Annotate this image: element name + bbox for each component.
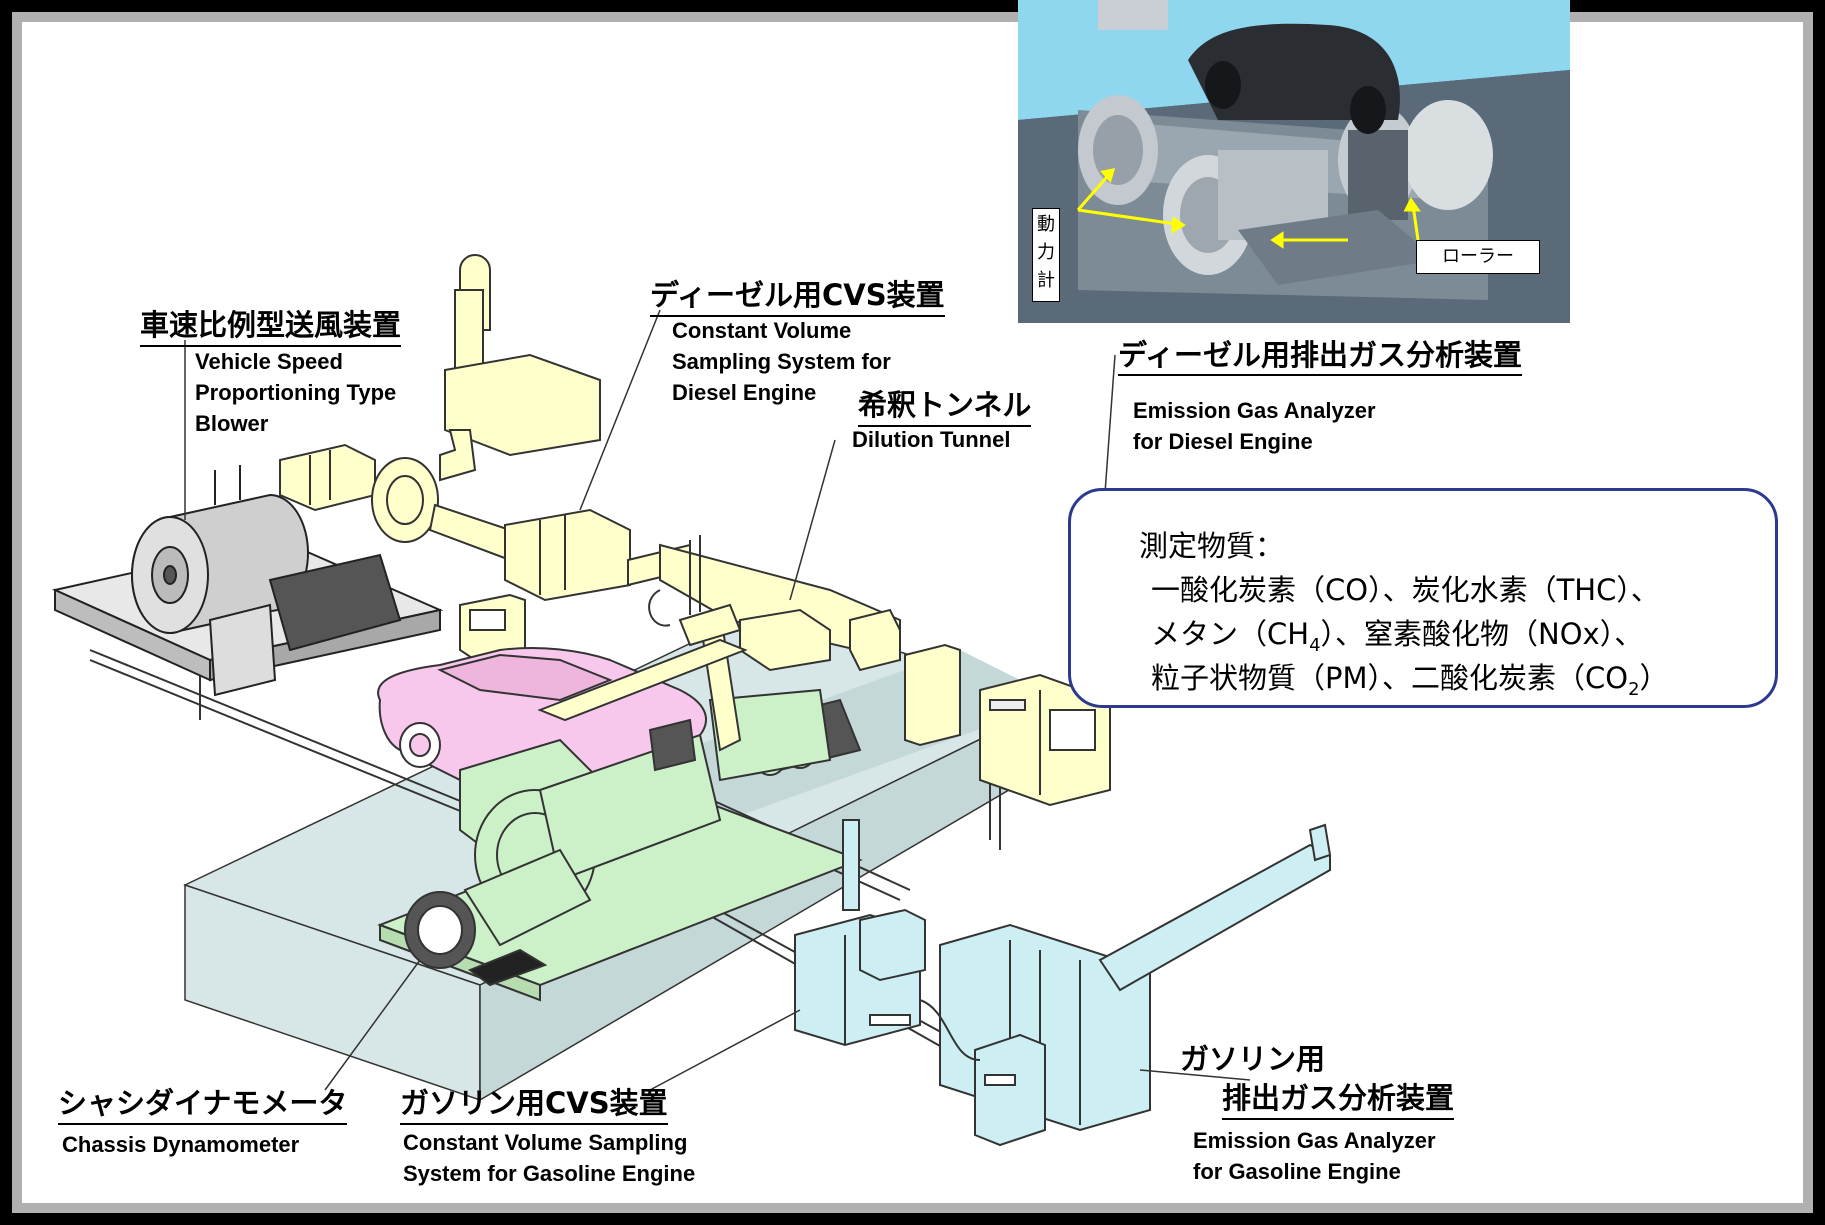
blower-label-en: Vehicle Speed Proportioning Type Blower	[195, 346, 396, 439]
diesel-analyzer-en-line1: Emission Gas Analyzer	[1133, 398, 1376, 423]
callout-line-2: メタン（CH4）、窒素酸化物（NOx）、	[1151, 611, 1643, 656]
callout-line-3: 粒子状物質（PM）、二酸化炭素（CO2）	[1151, 655, 1669, 700]
diesel-cvs-duct	[279, 254, 901, 672]
callout-line-3-a: 粒子状物質（PM）、二酸化炭素（CO	[1151, 661, 1629, 695]
callout-line-2-sub: 4	[1309, 634, 1321, 656]
dyno-char-2: 力	[1037, 242, 1055, 263]
dyno-char-3: 計	[1037, 270, 1055, 291]
chassis-dyno-label-en: Chassis Dynamometer	[62, 1129, 299, 1160]
diesel-cvs-label-jp: ディーゼル用CVS装置	[650, 272, 945, 317]
gasoline-analyzer-label-jp-line1: ガソリン用	[1180, 1042, 1326, 1076]
gasoline-cvs-label-en: Constant Volume Sampling System for Gaso…	[403, 1127, 695, 1189]
diesel-analyzer-label-en: Emission Gas Analyzer for Diesel Engine	[1133, 395, 1376, 457]
diesel-cvs-en-line3: Diesel Engine	[672, 380, 817, 405]
dilution-tunnel-label-jp: 希釈トンネル	[858, 382, 1032, 427]
gasoline-analyzer-label-en: Emission Gas Analyzer for Gasoline Engin…	[1193, 1125, 1436, 1187]
dilution-tunnel-label-en: Dilution Tunnel	[852, 424, 1010, 455]
gasoline-cvs-label-jp: ガソリン用CVS装置	[400, 1080, 668, 1125]
dynamometer-label-box: 動 力 計	[1032, 208, 1060, 302]
diesel-cvs-label-en: Constant Volume Sampling System for Dies…	[672, 315, 891, 408]
blower-en-line3: Blower	[195, 411, 269, 436]
gasoline-analyzer-en-line1: Emission Gas Analyzer	[1193, 1128, 1436, 1153]
gasoline-cvs-en-line2: System for Gasoline Engine	[403, 1161, 696, 1186]
dyno-char-1: 動	[1037, 214, 1055, 235]
roller-label: ローラー	[1416, 240, 1540, 274]
gasoline-cvs	[794, 819, 926, 1047]
callout-title: 測定物質：	[1139, 529, 1285, 563]
photo-arrows	[1076, 168, 1421, 249]
chassis-dynamometer	[377, 603, 863, 1002]
gasoline-analyzer	[919, 823, 1332, 1147]
callout-line-3-sub: 2	[1628, 678, 1640, 700]
diesel-analyzer	[904, 643, 1111, 850]
gasoline-analyzer-en-line2: for Gasoline Engine	[1193, 1159, 1401, 1184]
blower	[51, 465, 444, 697]
callout-line-1: 一酸化炭素（CO）、炭化水素（THC）、	[1151, 573, 1660, 607]
chassis-dyno-label-jp: シャシダイナモメータ	[58, 1080, 348, 1125]
gasoline-analyzer-label-jp-line2: 排出ガス分析装置	[1222, 1075, 1455, 1120]
blower-label-jp: 車速比例型送風装置	[140, 302, 402, 347]
chassis-dyno-photo: 動 力 計 ローラー	[1018, 0, 1570, 323]
chassis-en-line1: Chassis Dynamometer	[62, 1132, 300, 1157]
measured-substances-callout: 測定物質： 一酸化炭素（CO）、炭化水素（THC）、 メタン（CH4）、窒素酸化…	[1068, 488, 1778, 708]
callout-line-3-b: ）	[1639, 661, 1669, 695]
diesel-cvs-en-line1: Constant Volume	[672, 318, 852, 343]
diesel-cvs-en-line2: Sampling System for	[672, 349, 891, 374]
dilution-en-line1: Dilution Tunnel	[852, 427, 1011, 452]
photo-render	[1018, 0, 1570, 323]
callout-line-2-a: メタン（CH	[1151, 617, 1310, 651]
blower-en-line1: Vehicle Speed	[195, 349, 343, 374]
diesel-analyzer-label-jp: ディーゼル用排出ガス分析装置	[1118, 332, 1522, 376]
diesel-analyzer-en-line2: for Diesel Engine	[1133, 429, 1313, 454]
blower-en-line2: Proportioning Type	[195, 380, 397, 405]
gasoline-cvs-en-line1: Constant Volume Sampling	[403, 1130, 688, 1155]
callout-line-2-b: ）、窒素酸化物（NOx）、	[1320, 617, 1644, 651]
